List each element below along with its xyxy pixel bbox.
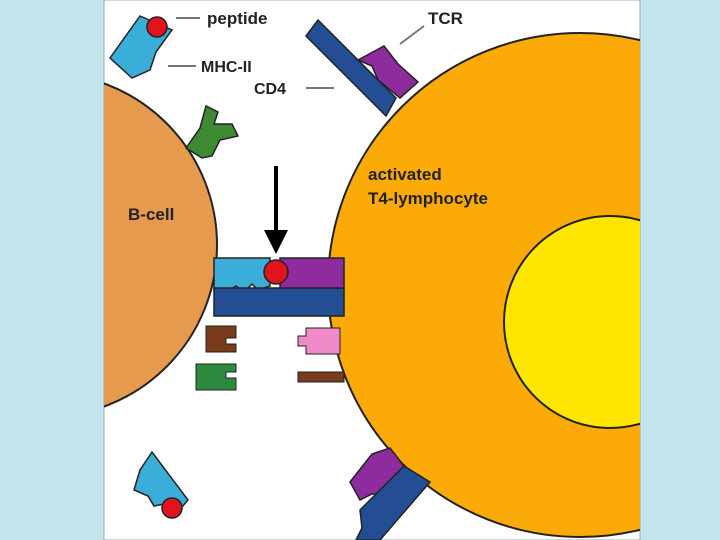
tcr-label: TCR <box>428 9 463 28</box>
b-cell <box>104 82 218 408</box>
peptide-label: peptide <box>207 9 267 28</box>
cd4-label: CD4 <box>254 81 286 98</box>
mhc2-receptor-bottom <box>133 450 189 519</box>
t-cell-nucleus <box>503 215 640 429</box>
peptide-center <box>263 259 289 285</box>
cd4-receptor-top <box>305 18 397 118</box>
mhc2-label: MHC-II <box>201 59 252 76</box>
antibody-top <box>184 104 240 159</box>
brown-receptor-t-cell <box>297 371 345 383</box>
t-cell-label-line2: T4-lymphocyte <box>368 189 488 208</box>
tcr-receptor-top <box>356 45 420 99</box>
b-cell-label: B-cell <box>128 205 174 224</box>
tcr-leader-line <box>399 25 425 45</box>
mhc2-receptor-top <box>109 15 174 79</box>
pink-receptor-t-cell <box>297 327 341 355</box>
cd4-receptor-bottom <box>355 465 432 540</box>
down-arrow-icon <box>264 166 288 254</box>
cd4-receptor-center <box>213 287 345 317</box>
brown-receptor-b-cell <box>205 325 237 353</box>
mhc2-receptor-center <box>213 257 271 293</box>
green-receptor-b-cell <box>195 363 237 391</box>
t-cell-label-line1: activated <box>368 165 442 184</box>
peptide-top <box>146 16 168 38</box>
peptide-bottom <box>161 497 183 519</box>
synapse-complex <box>213 257 345 317</box>
tcr-receptor-center <box>279 257 345 289</box>
